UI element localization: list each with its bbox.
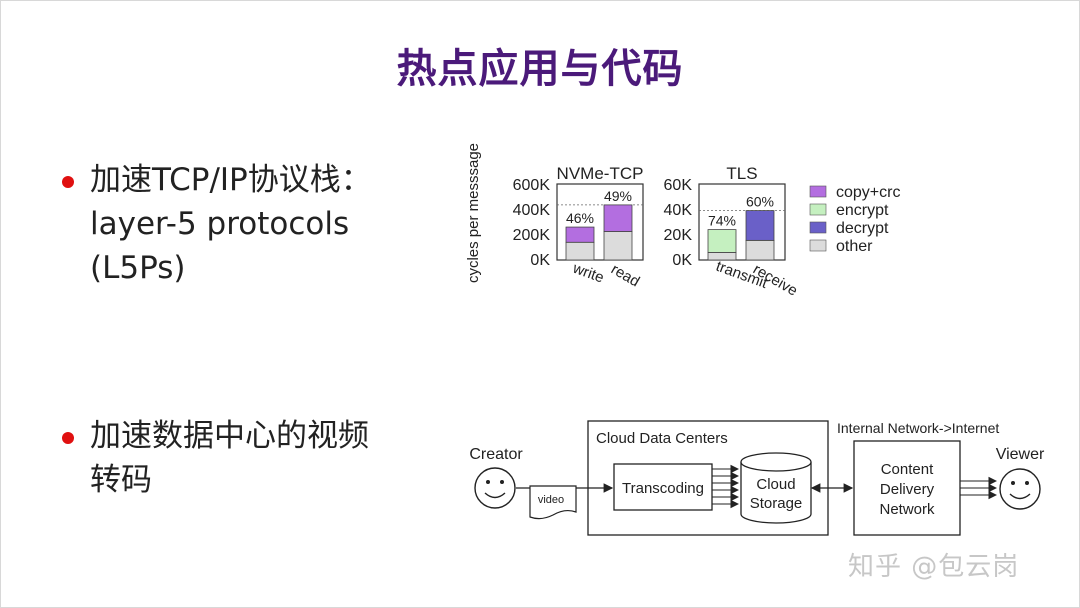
panel-nvme-title: NVMe-TCP [557, 164, 644, 183]
panel-nvme-ytick: 0K [530, 252, 550, 269]
bar-percent-label: 46% [566, 210, 594, 226]
bar-nvmetcp-write-copy-crc [565, 226, 595, 243]
bar-percent-label: 60% [746, 194, 774, 210]
panel-nvme-ytick: 600K [513, 177, 551, 194]
bar-tls-transmit-other [707, 251, 737, 261]
panel-nvme-ytick: 400K [513, 202, 551, 219]
bar-tls-transmit-encrypt [707, 229, 737, 253]
panel-nvme-xlabel-read: read [608, 261, 643, 291]
legend-label-decrypt: decrypt [836, 220, 889, 237]
bar-nvmetcp-read-other [603, 231, 633, 261]
bullet-text-2: 加速数据中心的视频转码 [90, 418, 369, 498]
panel-nvme-ytick: 200K [513, 227, 551, 244]
legend-swatch-other [809, 239, 827, 252]
panel-tls-ytick: 0K [672, 252, 692, 269]
bar-tls-receive-other [745, 239, 775, 261]
panel-nvme-xlabel-write: write [570, 259, 607, 286]
panel-tls-title: TLS [726, 164, 757, 183]
bullet-text-1: 加速TCP/IP协议栈：layer-5 protocols (L5Ps) [90, 162, 372, 286]
slide-title: 热点应用与代码 [396, 46, 684, 92]
bar-percent-label: 74% [708, 213, 736, 229]
legend-swatch-copy-crc [809, 185, 827, 198]
watermark: 知乎 @包云岗 [848, 552, 1020, 582]
legend-label-other: other [836, 238, 873, 255]
panel-tls-frame [698, 183, 786, 261]
panel-nvme-frame [556, 183, 644, 261]
panel-tls-ytick: 60K [664, 177, 693, 194]
bar-nvmetcp-write-other [565, 241, 595, 261]
bar-nvmetcp-read-copy-crc [603, 204, 633, 232]
bullet-dot-2 [62, 432, 74, 444]
legend-swatch-encrypt [809, 203, 827, 216]
y-axis-label: cycles per messsage [465, 143, 482, 283]
bar-percent-label: 49% [604, 188, 632, 204]
legend-label-copy-crc: copy+crc [836, 184, 900, 201]
panel-tls-ytick: 40K [664, 202, 693, 219]
bar-tls-receive-decrypt [745, 210, 775, 241]
legend-swatch-decrypt [809, 221, 827, 234]
legend-label-encrypt: encrypt [836, 202, 889, 219]
panel-tls-ytick: 20K [664, 227, 693, 244]
bullet-dot-1 [62, 176, 74, 188]
